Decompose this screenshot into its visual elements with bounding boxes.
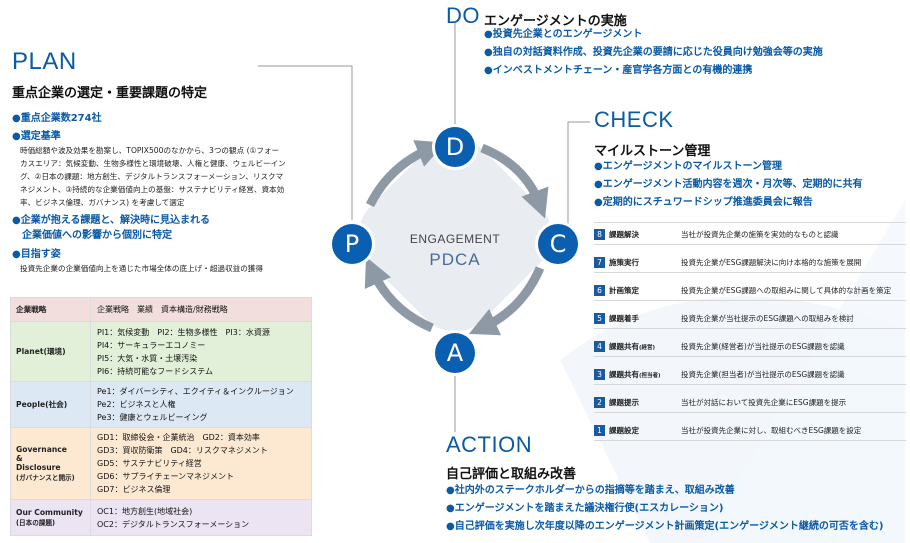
step-number: 7 bbox=[594, 256, 605, 268]
step-number: 3 bbox=[594, 368, 605, 380]
milestone-step-8: 8 課題解決 当社が投資先企業の施策を実効的なものと認識 bbox=[594, 224, 906, 245]
check-bullets: ●エンゲージメントのマイルストーン管理 ●エンゲージメント活動内容を週次・月次等… bbox=[594, 161, 863, 208]
step-label: 課題設定 bbox=[609, 425, 639, 435]
center-label-pdca: PDCA bbox=[429, 250, 481, 269]
circle-a: A bbox=[435, 333, 475, 373]
arrow-a-to-p bbox=[364, 256, 434, 333]
table-cell-category: Planet(環境) bbox=[10, 321, 91, 382]
table-cell-items: OC1：地方創生(地域社会) OC2：デジタルトランスフォーメーション bbox=[90, 499, 312, 536]
milestone-step-4: 4 課題共有(経営) 投資先企業(経営者)が当社提示のESG課題を認識 bbox=[594, 336, 906, 357]
step-desc: 投資先企業が当社提示のESG課題への取組みを検討 bbox=[681, 313, 854, 323]
table-cell-category: Governance & Disclosure (ガバナンスと開示) bbox=[10, 427, 91, 500]
table-cell-items: 企業戦略 業績 資本構造/財務戦略 bbox=[90, 297, 312, 322]
circle-d: D bbox=[435, 127, 475, 167]
step-label: 課題着手 bbox=[609, 313, 639, 323]
action-bullets: ●社内外のステークホルダーからの指摘等を踏まえ、取組み改善 ●エンゲージメントを… bbox=[446, 485, 884, 532]
table-row-community: Our Community (日本の課題) OC1：地方創生(地域社会) OC2… bbox=[10, 499, 312, 536]
do-heading: DO bbox=[446, 3, 480, 28]
check-heading: CHECK bbox=[594, 107, 674, 132]
milestone-step-1: 1 課題設定 当社が投資先企業に対し、取組むべきESG課題を設定 bbox=[594, 420, 906, 441]
step-number: 5 bbox=[594, 312, 605, 324]
issue-category-table: 企業戦略 企業戦略 業績 資本構造/財務戦略 Planet(環境) PI1：気候… bbox=[10, 297, 312, 536]
step-desc: 投資先企業(経営者)が当社提示のESG課題を認識 bbox=[681, 341, 845, 351]
step-desc: 投資先企業(担当者)が当社提示のESG課題を認識 bbox=[681, 369, 845, 379]
table-header-row: 企業戦略 企業戦略 業績 資本構造/財務戦略 bbox=[10, 297, 312, 322]
arrow-c-to-a bbox=[468, 266, 545, 336]
circle-c: C bbox=[538, 224, 578, 264]
arrow-p-to-d bbox=[365, 140, 446, 208]
arrow-d-to-c bbox=[480, 143, 549, 219]
milestone-list bbox=[594, 222, 906, 223]
table-cell-items: Pe1：ダイバーシティ、エクイティ＆インクルージョン Pe2：ビジネスと人権 P… bbox=[90, 381, 312, 428]
plan-target-count: ●重点企業数274社 bbox=[12, 113, 102, 124]
step-label: 施策実行 bbox=[609, 257, 639, 267]
step-number: 4 bbox=[594, 340, 605, 352]
check-subtitle: マイルストーン管理 bbox=[594, 144, 711, 159]
table-cell-items: PI1：気候変動 PI2：生物多様性 PI3：水資源 PI4：サーキュラーエコノ… bbox=[90, 321, 312, 382]
table-cell-category: People(社会) bbox=[10, 381, 91, 428]
step-desc: 投資先企業がESG課題解決に向け本格的な施策を展開 bbox=[681, 257, 862, 267]
table-cell-items: GD1：取締役会・企業統治 GD2：資本効率 GD3：買収防衛策 GD4：リスク… bbox=[90, 427, 312, 500]
table-row-people: People(社会) Pe1：ダイバーシティ、エクイティ＆インクルージョン Pe… bbox=[10, 381, 312, 428]
step-label: 課題解決 bbox=[609, 229, 639, 239]
milestone-step-3: 3 課題共有(担当者) 投資先企業(担当者)が当社提示のESG課題を認識 bbox=[594, 364, 906, 385]
plan-goal-label: ●目指す姿 bbox=[12, 249, 61, 260]
plan-heading: PLAN bbox=[12, 48, 77, 75]
plan-issue-identification: ●企業が抱える課題と、解決時に見込まれる 企業価値への影響から個別に特定 bbox=[12, 215, 211, 241]
step-desc: 投資先企業がESG課題への取組みに関して具体的な計画を策定 bbox=[681, 285, 892, 295]
plan-criteria-label: ●選定基準 bbox=[12, 131, 61, 142]
circle-p: P bbox=[332, 224, 372, 264]
step-desc: 当社が対話において投資先企業にESG課題を提示 bbox=[681, 397, 847, 407]
milestone-step-7: 7 施策実行 投資先企業がESG課題解決に向け本格的な施策を展開 bbox=[594, 252, 906, 273]
step-number: 8 bbox=[594, 228, 605, 240]
action-subtitle: 自己評価と取組み改善 bbox=[446, 467, 577, 482]
plan-subtitle: 重点企業の選定・重要課題の特定 bbox=[12, 86, 208, 101]
do-bullets: ●投資先企業とのエンゲージメント ●独自の対話資料作成、投資先企業の要請に応じた… bbox=[484, 29, 823, 76]
do-subtitle: エンゲージメントの実施 bbox=[484, 14, 627, 29]
milestone-step-2: 2 課題提示 当社が対話において投資先企業にESG課題を提示 bbox=[594, 392, 906, 413]
table-row-governance: Governance & Disclosure (ガバナンスと開示) GD1：取… bbox=[10, 427, 312, 500]
step-label: 課題提示 bbox=[609, 397, 639, 407]
table-row-planet: Planet(環境) PI1：気候変動 PI2：生物多様性 PI3：水資源 PI… bbox=[10, 321, 312, 382]
step-desc: 当社が投資先企業の施策を実効的なものと認識 bbox=[681, 229, 839, 239]
step-desc: 当社が投資先企業に対し、取組むべきESG課題を設定 bbox=[681, 425, 862, 435]
step-number: 1 bbox=[594, 424, 605, 436]
table-cell-category: Our Community (日本の課題) bbox=[10, 499, 91, 536]
step-label: 課題共有(経営) bbox=[609, 341, 656, 351]
step-number: 6 bbox=[594, 284, 605, 296]
plan-goal-text: 投資先企業の企業価値向上を通じた市場全体の底上げ・超過収益の獲得 bbox=[20, 264, 263, 273]
plan-criteria-text: 時価総額や波及効果を勘案し、TOPIX500のなかから、3つの観点 (①フォー … bbox=[20, 146, 286, 207]
pdca-cycle-graphic bbox=[358, 138, 552, 336]
step-number: 2 bbox=[594, 396, 605, 408]
action-heading: ACTION bbox=[446, 432, 533, 457]
table-cell-category: 企業戦略 bbox=[10, 297, 91, 322]
center-label-engagement: ENGAGEMENT bbox=[409, 232, 501, 246]
step-label: 計画策定 bbox=[609, 285, 639, 295]
milestone-step-6: 6 計画策定 投資先企業がESG課題への取組みに関して具体的な計画を策定 bbox=[594, 280, 906, 301]
step-label: 課題共有(担当者) bbox=[609, 369, 661, 379]
milestone-step-5: 5 課題着手 投資先企業が当社提示のESG課題への取組みを検討 bbox=[594, 308, 906, 329]
